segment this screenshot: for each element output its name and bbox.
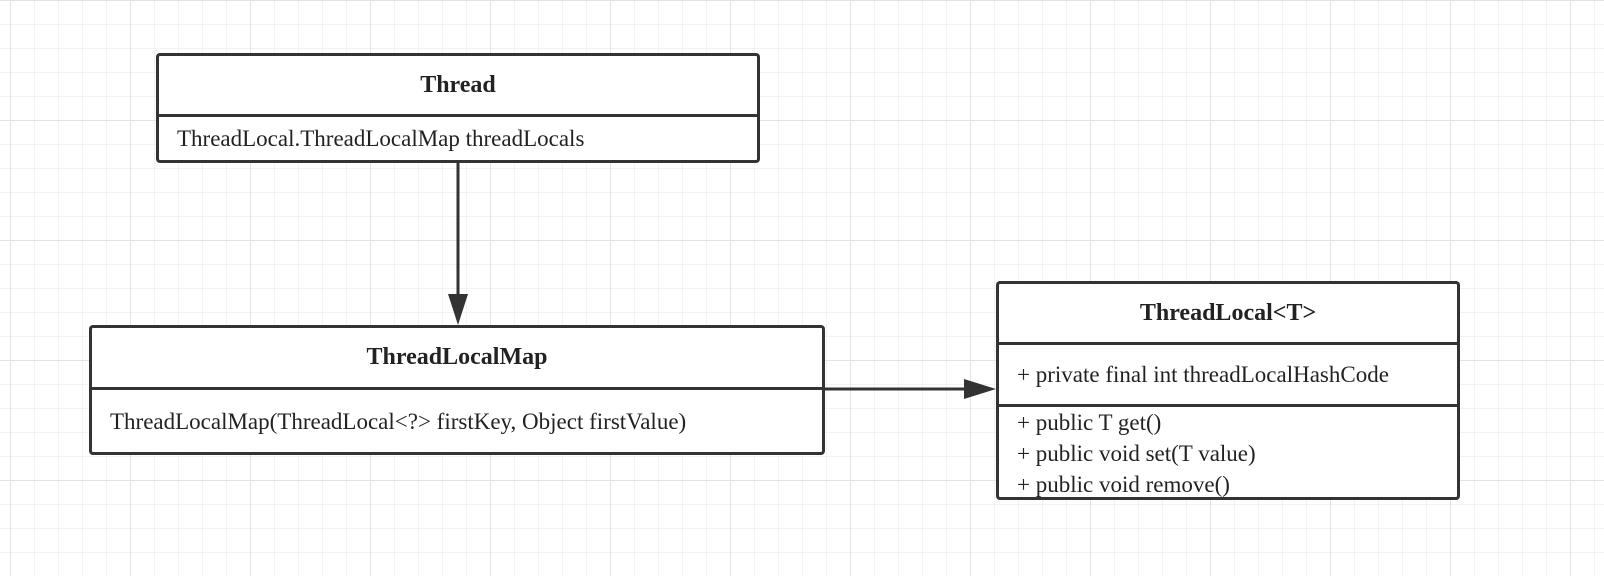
class-thread-attributes: ThreadLocal.ThreadLocalMap threadLocals — [159, 117, 757, 160]
class-thread-attribute: ThreadLocal.ThreadLocalMap threadLocals — [177, 126, 585, 151]
class-threadlocal-method-remove: + public void remove() — [1017, 472, 1230, 497]
class-threadlocal-method-get: + public T get() — [1017, 410, 1162, 435]
class-thread[interactable]: Thread ThreadLocal.ThreadLocalMap thread… — [156, 53, 760, 163]
class-thread-name: Thread — [159, 56, 757, 117]
class-threadlocalmap[interactable]: ThreadLocalMap ThreadLocalMap(ThreadLoca… — [89, 325, 825, 455]
class-threadlocal-methods: + public T get() + public void set(T val… — [999, 407, 1457, 497]
class-threadlocal-attributes: + private final int threadLocalHashCode — [999, 345, 1457, 407]
class-threadlocal-name: ThreadLocal<T> — [999, 284, 1457, 345]
class-threadlocalmap-constructor: ThreadLocalMap(ThreadLocal<?> firstKey, … — [110, 408, 687, 434]
arrowhead-down — [448, 294, 468, 325]
arrowhead-right — [964, 379, 996, 399]
class-threadlocal-method-set: + public void set(T value) — [1017, 441, 1256, 466]
class-threadlocalmap-name: ThreadLocalMap — [92, 328, 822, 390]
class-threadlocal[interactable]: ThreadLocal<T> + private final int threa… — [996, 281, 1460, 500]
class-threadlocalmap-members: ThreadLocalMap(ThreadLocal<?> firstKey, … — [92, 390, 822, 452]
class-threadlocal-attribute: + private final int threadLocalHashCode — [1017, 362, 1389, 387]
